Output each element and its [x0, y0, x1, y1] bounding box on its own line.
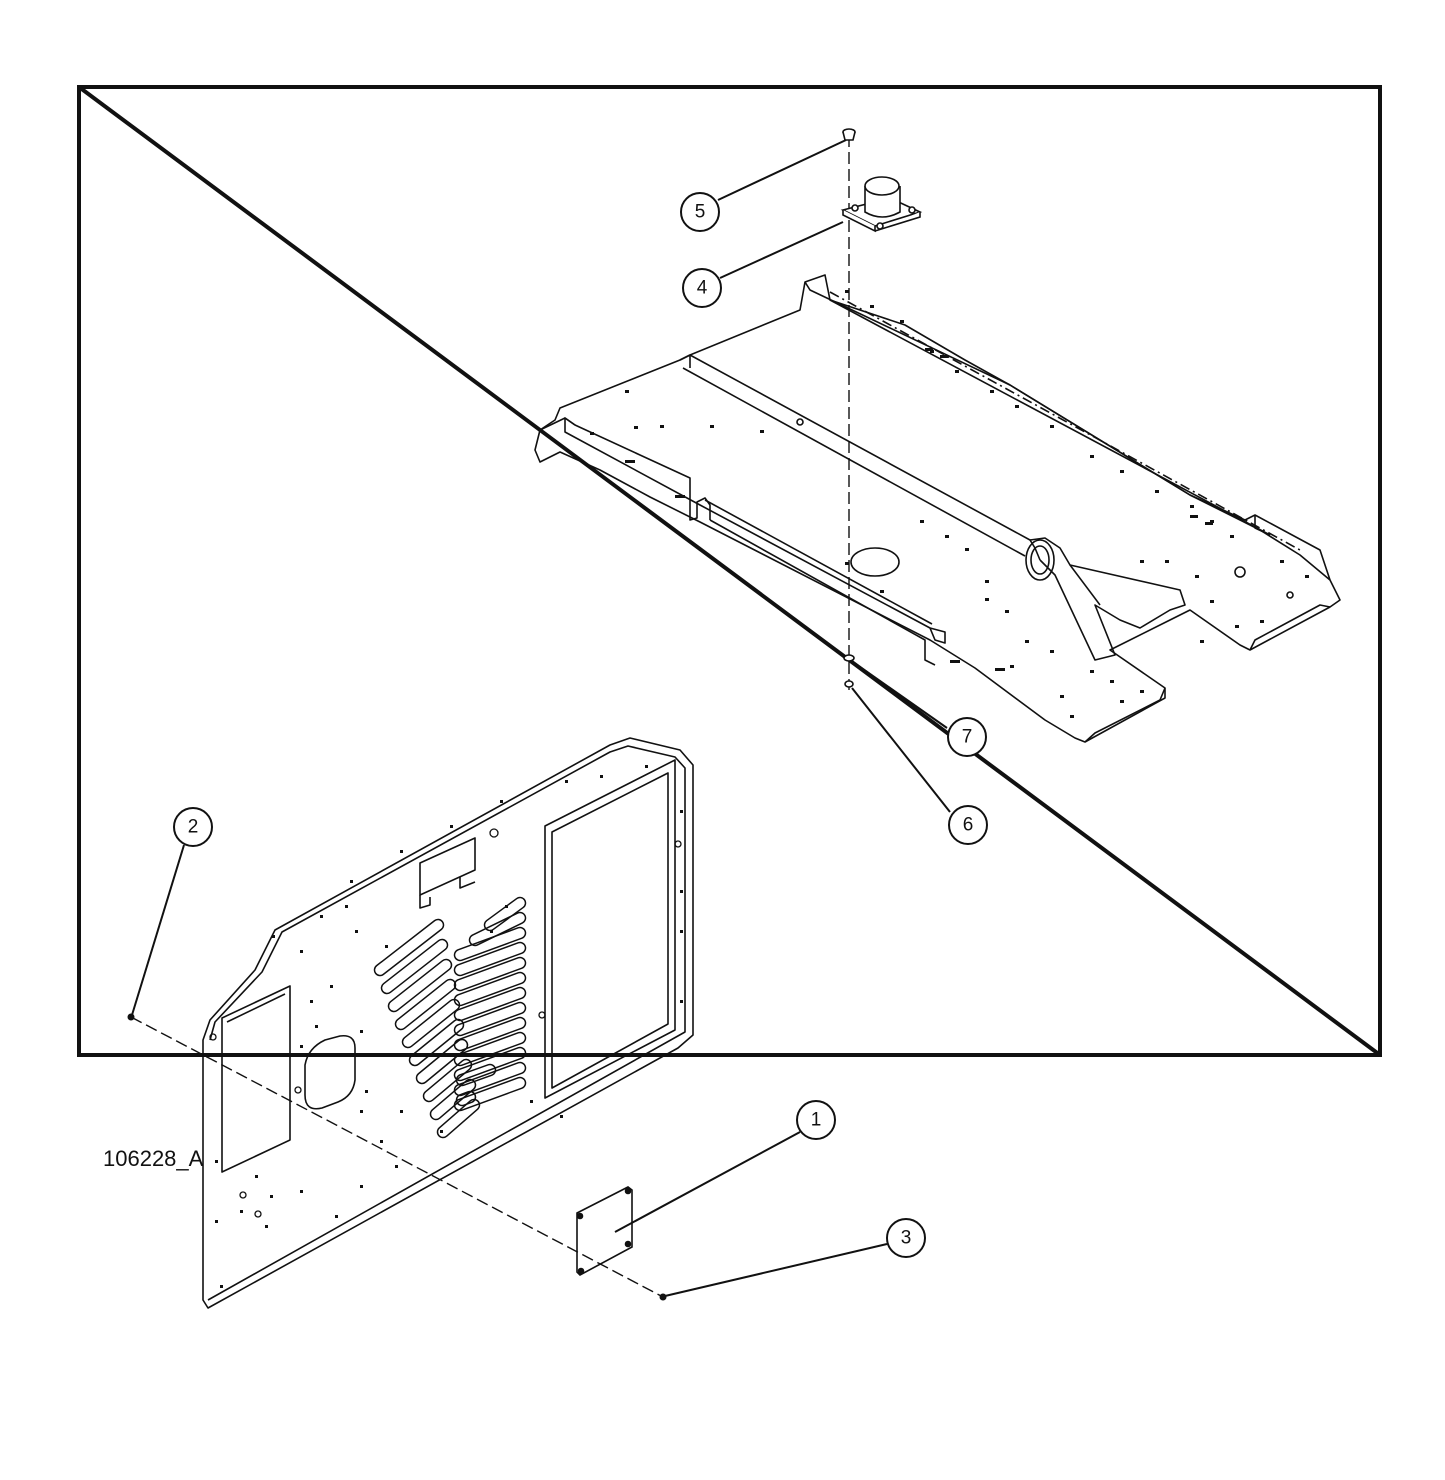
louver-slot	[453, 956, 527, 992]
svg-text:7: 7	[962, 727, 973, 748]
louver-slot	[455, 1090, 477, 1107]
part-3-fastener	[659, 1293, 667, 1301]
svg-text:6: 6	[963, 815, 974, 836]
svg-text:3: 3	[901, 1228, 912, 1249]
drawing-id-label: 106228_A	[103, 1146, 204, 1171]
louver-slot	[415, 1038, 469, 1085]
callout-2: 2	[173, 807, 213, 847]
callout-3: 3	[886, 1218, 926, 1258]
drawing-frame	[77, 85, 1382, 1057]
callout-6: 6	[948, 805, 988, 845]
part-5-screw	[842, 128, 856, 141]
part-6-nut	[844, 680, 854, 688]
callout-7: 7	[947, 717, 987, 757]
louver-slot	[453, 941, 527, 977]
rear-panel	[202, 737, 694, 1309]
louver-slot	[387, 958, 453, 1013]
louver-slot	[454, 1076, 526, 1112]
callout-leaders	[131, 139, 951, 1297]
louver-slot	[429, 1078, 477, 1121]
louver-slot	[453, 926, 527, 962]
louver-slot	[453, 971, 527, 1007]
louver-slot	[380, 938, 449, 995]
part-4-fitting	[840, 176, 923, 233]
louver-slot	[436, 1098, 481, 1139]
rear-panel-louvers	[373, 896, 527, 1139]
louver-slot	[455, 1063, 497, 1087]
svg-text:2: 2	[188, 817, 199, 838]
louver-slot	[422, 1058, 473, 1103]
callout-5: 5	[680, 192, 720, 232]
part-1-cover-plate	[576, 1186, 633, 1276]
louver-slot	[454, 1016, 526, 1052]
svg-text:1: 1	[811, 1110, 822, 1131]
louver-slot	[408, 1018, 465, 1067]
svg-text:5: 5	[695, 202, 706, 223]
louver-slot	[454, 1001, 526, 1037]
rear-panel-round-holes	[209, 828, 682, 1218]
base-tray	[534, 274, 1341, 743]
base-tray-holes	[590, 290, 1309, 718]
louver-slot	[373, 918, 445, 977]
assembly-centerline-horizontal	[130, 1016, 664, 1298]
louver-slot	[483, 896, 527, 932]
svg-text:4: 4	[697, 278, 708, 299]
louver-slot	[454, 986, 527, 1022]
louver-slot	[454, 1061, 526, 1097]
callout-4: 4	[682, 268, 722, 308]
callout-1: 1	[796, 1100, 836, 1140]
diagonal-divider	[77, 85, 1382, 1057]
part-7-washer	[843, 654, 855, 662]
louver-slot	[454, 1031, 526, 1067]
part-2-fastener	[127, 1013, 135, 1021]
rear-panel-holes	[215, 765, 683, 1288]
